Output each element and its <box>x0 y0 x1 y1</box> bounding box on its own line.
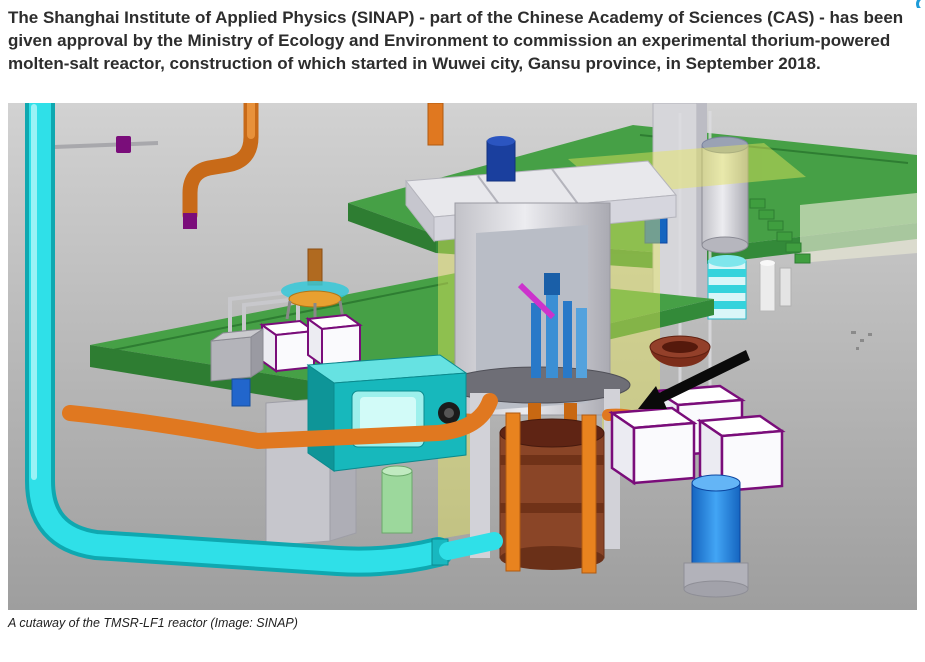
manipulator <box>281 248 349 323</box>
small-purple-fitting <box>53 135 159 153</box>
small-blue-box <box>231 378 251 407</box>
main-cyan-pipe <box>25 102 503 577</box>
orange-pipes <box>62 102 498 449</box>
staircase <box>749 198 811 264</box>
blue-pump <box>683 474 749 598</box>
reactor-cutaway-illustration <box>8 102 917 610</box>
pointer-arrow <box>638 349 750 409</box>
figure-caption: A cutaway of the TMSR-LF1 reactor (Image… <box>8 615 298 630</box>
green-cylinder <box>381 465 413 534</box>
debris-speckles <box>851 330 872 350</box>
orange-stub-top <box>427 102 444 146</box>
gray-box <box>210 327 264 382</box>
glovebox-machine <box>306 354 468 472</box>
brown-funnel <box>649 335 711 367</box>
cutoff-link-glyph <box>916 0 925 8</box>
magenta-pipe <box>517 282 556 319</box>
intro-paragraph: The Shanghai Institute of Applied Physic… <box>8 8 904 73</box>
blue-canister <box>486 135 516 182</box>
reactor-figure: A cutaway of the TMSR-LF1 reactor (Image… <box>8 102 917 630</box>
article-page: The Shanghai Institute of Applied Physic… <box>0 0 925 630</box>
right-crates <box>608 384 786 494</box>
right-tank-group <box>644 136 792 320</box>
